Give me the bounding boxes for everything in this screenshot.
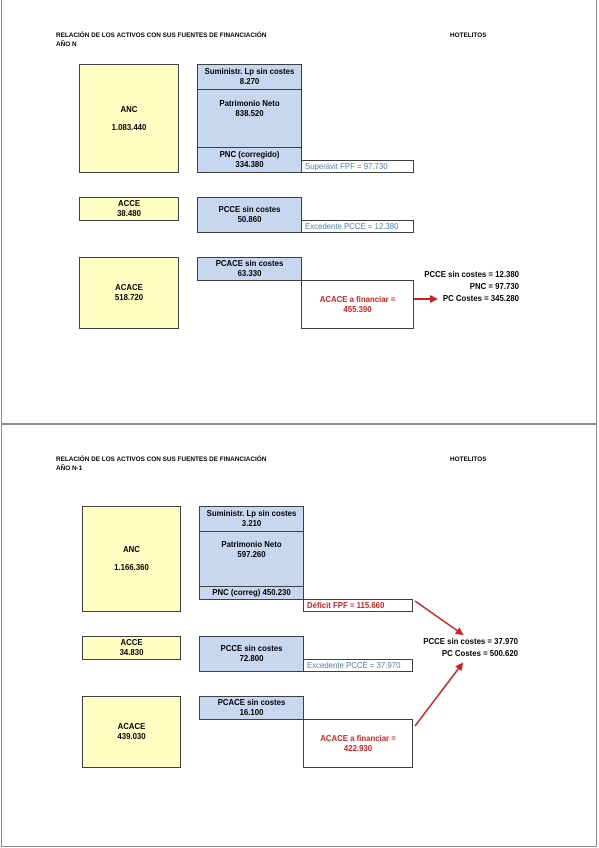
pnc-box: PNC (correg) 450.230 bbox=[199, 586, 304, 600]
fpf-note: Superávit FPF = 97.730 bbox=[301, 160, 414, 173]
acace-financiar-box: ACACE a financiar = 455.390 bbox=[301, 280, 414, 329]
side-line: PC Costes = 500.620 bbox=[441, 649, 518, 658]
year-label: AÑO N-1 bbox=[56, 465, 83, 472]
patrimonio-label: Patrimonio Neto bbox=[219, 99, 280, 108]
pcace-value: 16.100 bbox=[239, 708, 264, 717]
pcce-label: PCCE sin costes bbox=[218, 205, 281, 214]
suministr-label: Suministr. Lp sin costes bbox=[204, 67, 295, 76]
suministr-label: Suministr. Lp sin costes bbox=[206, 509, 297, 518]
suministr-value: 3.210 bbox=[241, 519, 262, 528]
arrow-layer bbox=[414, 600, 464, 727]
patrimonio-label: Patrimonio Neto bbox=[221, 540, 282, 549]
pcace-label: PCACE sin costes bbox=[217, 698, 286, 707]
title-line: RELACIÓN DE LOS ACTIVOS CON SUS FUENTES … bbox=[56, 32, 267, 39]
year-label: AÑO N bbox=[56, 41, 77, 48]
pcace-value: 63.330 bbox=[237, 269, 262, 278]
page-ano-n-1: RELACIÓN DE LOS ACTIVOS CON SUS FUENTES … bbox=[1, 424, 597, 847]
pcce-note: Excedente PCCE = 12.380 bbox=[301, 220, 414, 233]
acce-label: ACCE bbox=[120, 638, 143, 647]
pcce-box: PCCE sin costes 50.860 bbox=[197, 197, 302, 233]
patrimonio-value: 597.260 bbox=[237, 550, 266, 559]
acace-financiar-box: ACACE a financiar = 422.930 bbox=[303, 719, 413, 768]
acace-label: ACACE bbox=[115, 283, 143, 292]
company-name: HOTELITOS bbox=[450, 456, 487, 463]
acce-box: ACCE 34.830 bbox=[82, 636, 181, 660]
acace-box: ACACE 518.720 bbox=[79, 257, 179, 329]
acce-label: ACCE bbox=[117, 199, 141, 208]
anc-label: ANC bbox=[120, 104, 138, 114]
pcace-label: PCACE sin costes bbox=[215, 259, 284, 268]
anc-label: ANC bbox=[123, 545, 140, 554]
suministr-value: 8.270 bbox=[239, 77, 260, 86]
acce-value: 38.480 bbox=[117, 209, 141, 218]
pcce-value: 72.800 bbox=[239, 654, 264, 663]
anc-value: 1.083.440 bbox=[111, 122, 147, 132]
pcce-note: Excedente PCCE = 37.970 bbox=[303, 659, 413, 672]
patrimonio-box: Patrimonio Neto 597.260 bbox=[199, 531, 304, 587]
deficit-fpf-note: Déficit FPF = 115.660 bbox=[303, 599, 413, 612]
side-summary: PCCE sin costes = 12.380 PNC = 97.730 PC… bbox=[412, 269, 519, 305]
pcce-value: 50.860 bbox=[237, 215, 262, 224]
acace-value: 518.720 bbox=[114, 293, 144, 302]
arrow-up-right-icon bbox=[414, 662, 464, 727]
anc-value: 1.166.360 bbox=[114, 563, 149, 572]
financiar-value: 422.930 bbox=[343, 743, 373, 753]
patrimonio-box: Patrimonio Neto 838.520 bbox=[197, 89, 302, 148]
pnc-label: PNC (correg) 450.230 bbox=[212, 588, 291, 597]
pnc-label: PNC (corregido) bbox=[219, 150, 280, 159]
pnc-value: 334.380 bbox=[235, 160, 264, 169]
side-line: PNC = 97.730 bbox=[469, 282, 519, 291]
arrow-down-right-icon bbox=[414, 600, 464, 636]
side-line: PCCE sin costes = 12.380 bbox=[424, 270, 519, 279]
acce-box: ACCE 38.480 bbox=[79, 197, 179, 221]
pcace-box: PCACE sin costes 63.330 bbox=[197, 257, 302, 281]
anc-box: ANC 1.166.360 bbox=[82, 506, 181, 612]
page-ano-n: RELACIÓN DE LOS ACTIVOS CON SUS FUENTES … bbox=[1, 0, 597, 424]
financiar-label: ACACE a financiar = bbox=[320, 733, 396, 743]
company-name: HOTELITOS bbox=[450, 32, 487, 39]
anc-box: ANC 1.083.440 bbox=[79, 64, 179, 173]
financiar-label: ACACE a financiar = bbox=[319, 294, 396, 304]
patrimonio-value: 838.520 bbox=[235, 109, 264, 118]
pcace-box: PCACE sin costes 16.100 bbox=[199, 696, 304, 720]
pcce-label: PCCE sin costes bbox=[220, 644, 283, 653]
acce-value: 34.830 bbox=[119, 648, 144, 657]
acace-label: ACACE bbox=[117, 722, 146, 731]
side-summary: PCCE sin costes = 37.970 PC Costes = 500… bbox=[402, 636, 518, 660]
page-title: RELACIÓN DE LOS ACTIVOS CON SUS FUENTES … bbox=[56, 31, 266, 49]
acace-box: ACACE 439.030 bbox=[82, 696, 181, 768]
page-title: RELACIÓN DE LOS ACTIVOS CON SUS FUENTES … bbox=[56, 455, 266, 473]
arrow-layer bbox=[414, 295, 438, 303]
financiar-value: 455.390 bbox=[343, 304, 372, 314]
title-line: RELACIÓN DE LOS ACTIVOS CON SUS FUENTES … bbox=[56, 456, 267, 463]
side-line: PCCE sin costes = 37.970 bbox=[423, 637, 518, 646]
pcce-box: PCCE sin costes 72.800 bbox=[199, 636, 304, 672]
suministr-box: Suministr. Lp sin costes 8.270 bbox=[197, 64, 302, 90]
pnc-box: PNC (corregido) 334.380 bbox=[197, 147, 302, 173]
side-line: PC Costes = 345.280 bbox=[442, 294, 519, 303]
acace-value: 439.030 bbox=[117, 732, 146, 741]
